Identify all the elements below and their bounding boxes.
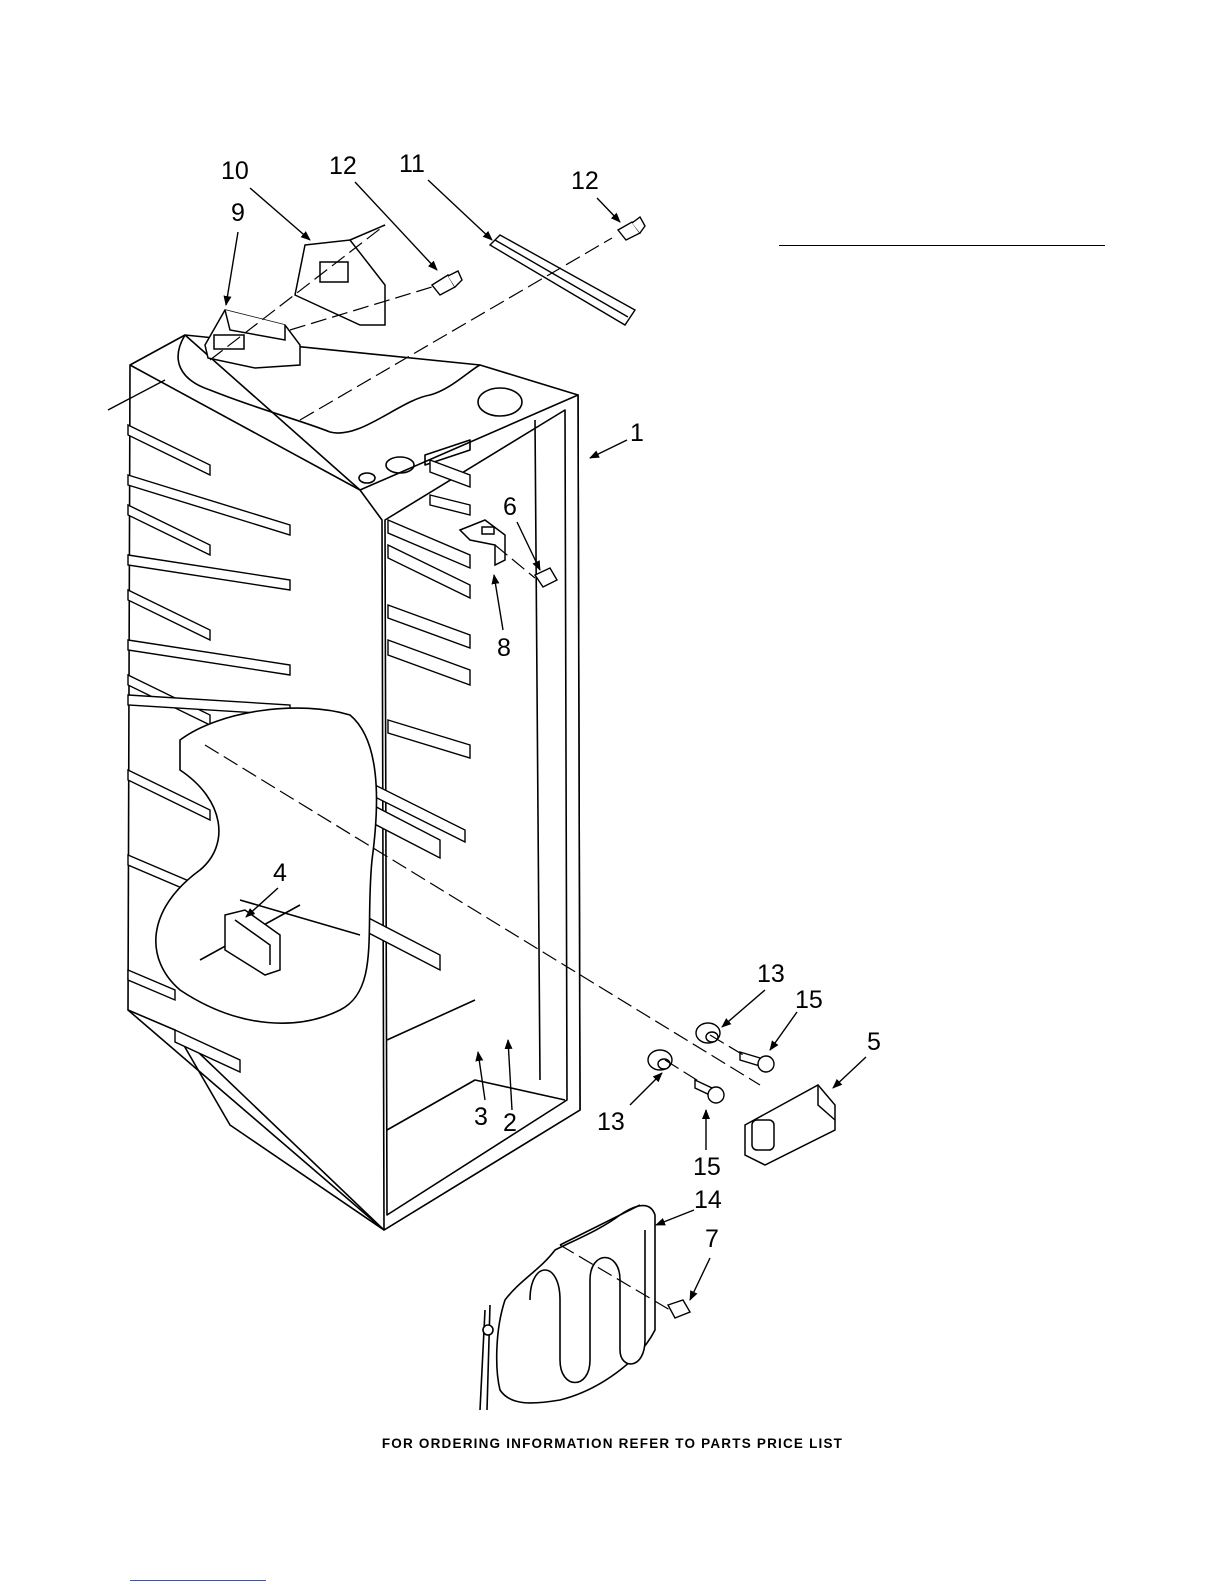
callout-11: 11 xyxy=(399,150,425,178)
callout-1: 1 xyxy=(630,419,644,447)
part-12-screw-b xyxy=(618,217,645,240)
part-15-pin-b xyxy=(695,1080,724,1103)
callout-13b: 13 xyxy=(597,1108,625,1136)
part-7-screw xyxy=(668,1300,690,1318)
callout-12a: 12 xyxy=(329,152,357,180)
part-10-bracket xyxy=(295,225,385,325)
part-13-grommet-b xyxy=(648,1050,672,1070)
bottom-link-underline[interactable] xyxy=(130,1580,266,1581)
callout-8: 8 xyxy=(497,634,511,662)
part-11-channel xyxy=(490,235,635,325)
callout-3: 3 xyxy=(474,1103,488,1131)
callout-15b: 15 xyxy=(693,1153,721,1181)
part-5-cover xyxy=(745,1085,835,1165)
callout-14: 14 xyxy=(694,1186,722,1214)
callout-12b: 12 xyxy=(571,167,599,195)
callout-4: 4 xyxy=(273,859,287,887)
part-14-coil xyxy=(480,1205,655,1410)
callout-5: 5 xyxy=(867,1028,881,1056)
callout-7: 7 xyxy=(705,1225,719,1253)
callout-10: 10 xyxy=(221,157,249,185)
footer-ordering-note: FOR ORDERING INFORMATION REFER TO PARTS … xyxy=(0,1436,1225,1451)
callout-9: 9 xyxy=(231,199,245,227)
part-9-housing xyxy=(205,310,300,368)
header-rule xyxy=(779,245,1105,246)
callout-13a: 13 xyxy=(757,960,785,988)
callout-2: 2 xyxy=(503,1109,517,1137)
part-12-screw-a xyxy=(432,271,462,295)
part-13-grommet-a xyxy=(696,1023,720,1043)
callout-6: 6 xyxy=(503,493,517,521)
callout-15a: 15 xyxy=(795,986,823,1014)
part-15-pin-a xyxy=(740,1052,774,1072)
